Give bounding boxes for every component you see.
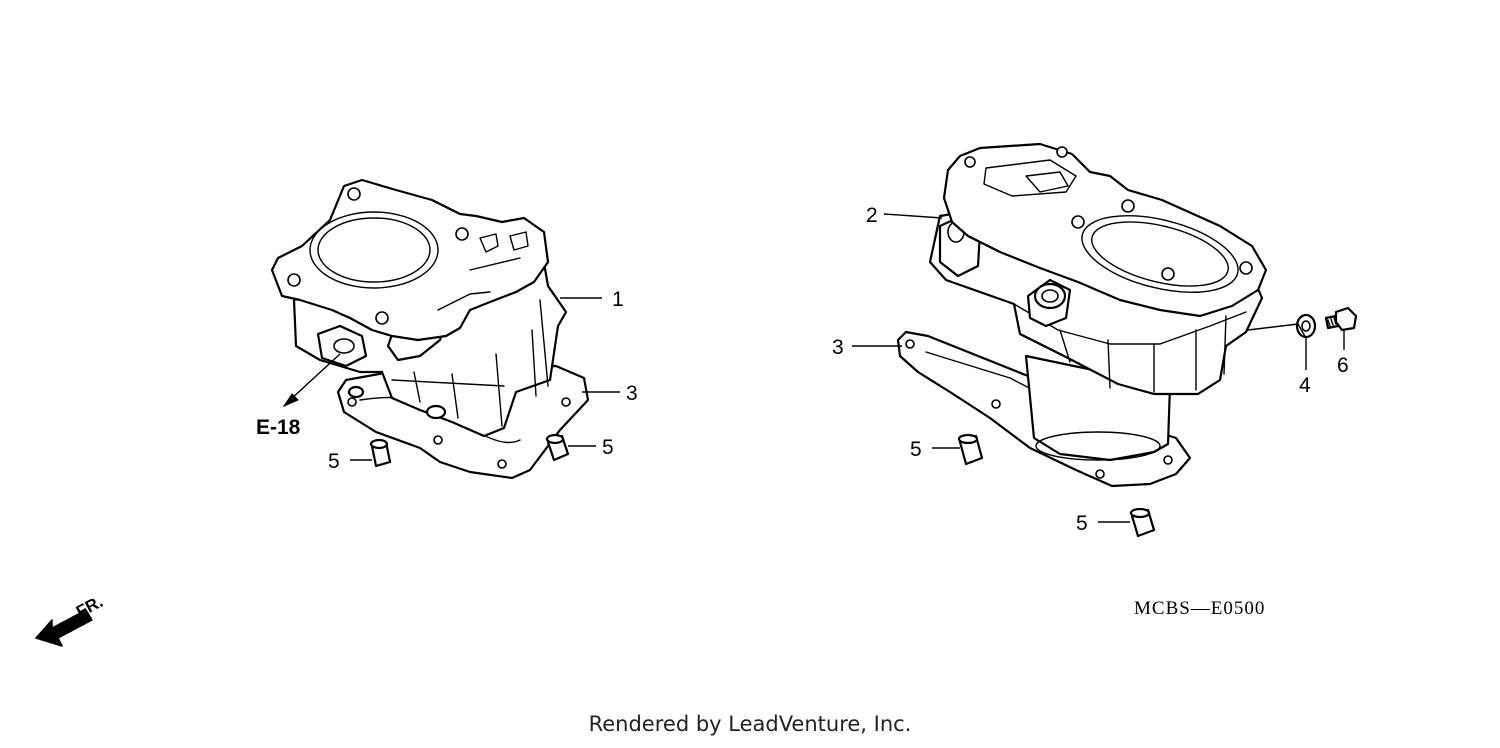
right-dowel-pin-a[interactable] [957, 433, 984, 466]
diagram-code: MCBS—E0500 [1134, 598, 1265, 619]
right-dowel-pin-b[interactable] [1129, 507, 1156, 538]
callout-right-3: 3 [832, 336, 844, 359]
callout-left-5a: 5 [328, 450, 340, 473]
callout-4: 4 [1299, 374, 1311, 397]
callout-1: 1 [612, 288, 624, 311]
e18-reference-label: E-18 [256, 416, 301, 439]
callout-left-3: 3 [626, 382, 638, 405]
callout-6: 6 [1337, 354, 1349, 377]
left-dowel-pin-a[interactable] [369, 438, 392, 468]
left-cylinder-part-1[interactable] [270, 178, 590, 480]
callout-2: 2 [866, 204, 878, 227]
callout-right-5a: 5 [910, 438, 922, 461]
left-dowel-pin-b[interactable] [545, 433, 570, 462]
callout-right-5b: 5 [1076, 512, 1088, 535]
footer-credit: Rendered by LeadVenture, Inc. [588, 712, 912, 736]
front-direction-arrow-icon: FR. [35, 592, 106, 647]
leader-line-4 [1247, 323, 1307, 370]
right-cylinder-part-2[interactable] [928, 142, 1268, 462]
leader-line-2 [883, 213, 943, 219]
callout-left-5b: 5 [602, 436, 614, 459]
e18-reference-arrow [282, 353, 341, 408]
bolt-part-6[interactable] [1324, 306, 1358, 332]
